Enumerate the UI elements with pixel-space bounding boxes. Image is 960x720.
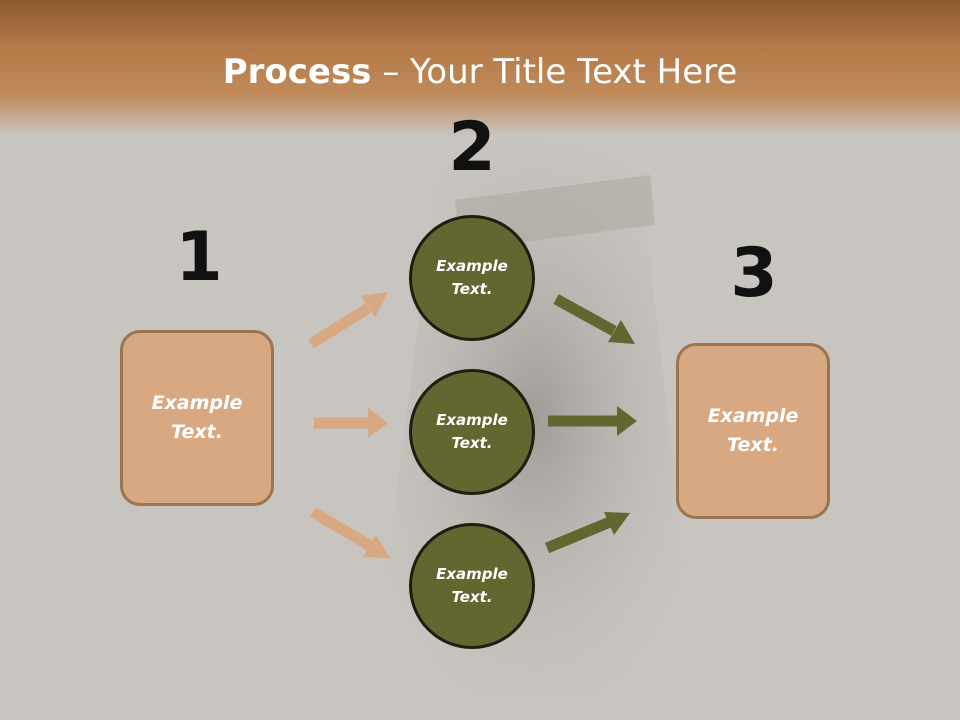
example-box-right-text: Example Text. <box>708 402 799 460</box>
slide-title: Process – Your Title Text Here <box>0 52 960 92</box>
title-bold: Process <box>222 52 372 92</box>
step-number-1: 1 <box>175 218 223 297</box>
circle-top-line1: Example <box>436 257 508 275</box>
example-circle-middle[interactable]: Example Text. <box>409 369 535 495</box>
arrow-left-to-top <box>308 292 388 349</box>
header-band <box>0 0 960 135</box>
step-number-3: 3 <box>730 234 778 313</box>
circle-middle-line2: Text. <box>451 434 493 452</box>
box-left-line1: Example <box>151 392 243 414</box>
arrow-bottom-to-right <box>544 512 630 554</box>
arrow-left-to-bottom <box>310 507 390 558</box>
title-rest: – Your Title Text Here <box>371 52 738 92</box>
step-number-2: 2 <box>448 108 496 187</box>
arrow-top-to-right <box>553 294 635 344</box>
example-box-left-text: Example Text. <box>152 389 243 447</box>
circle-top-line2: Text. <box>451 280 493 298</box>
example-box-left[interactable]: Example Text. <box>120 330 274 506</box>
circle-middle-text: Example Text. <box>436 409 508 455</box>
box-right-line1: Example <box>707 405 799 427</box>
example-circle-bottom[interactable]: Example Text. <box>409 523 535 649</box>
arrow-middle-to-right <box>548 406 637 436</box>
example-box-right[interactable]: Example Text. <box>676 343 830 519</box>
circle-bottom-line2: Text. <box>451 588 493 606</box>
box-right-line2: Text. <box>727 434 779 456</box>
arrow-left-to-middle <box>314 408 388 438</box>
circle-bottom-text: Example Text. <box>436 563 508 609</box>
box-left-line2: Text. <box>171 421 223 443</box>
circle-middle-line1: Example <box>436 411 508 429</box>
circle-bottom-line1: Example <box>436 565 508 583</box>
example-circle-top[interactable]: Example Text. <box>409 215 535 341</box>
circle-top-text: Example Text. <box>436 255 508 301</box>
